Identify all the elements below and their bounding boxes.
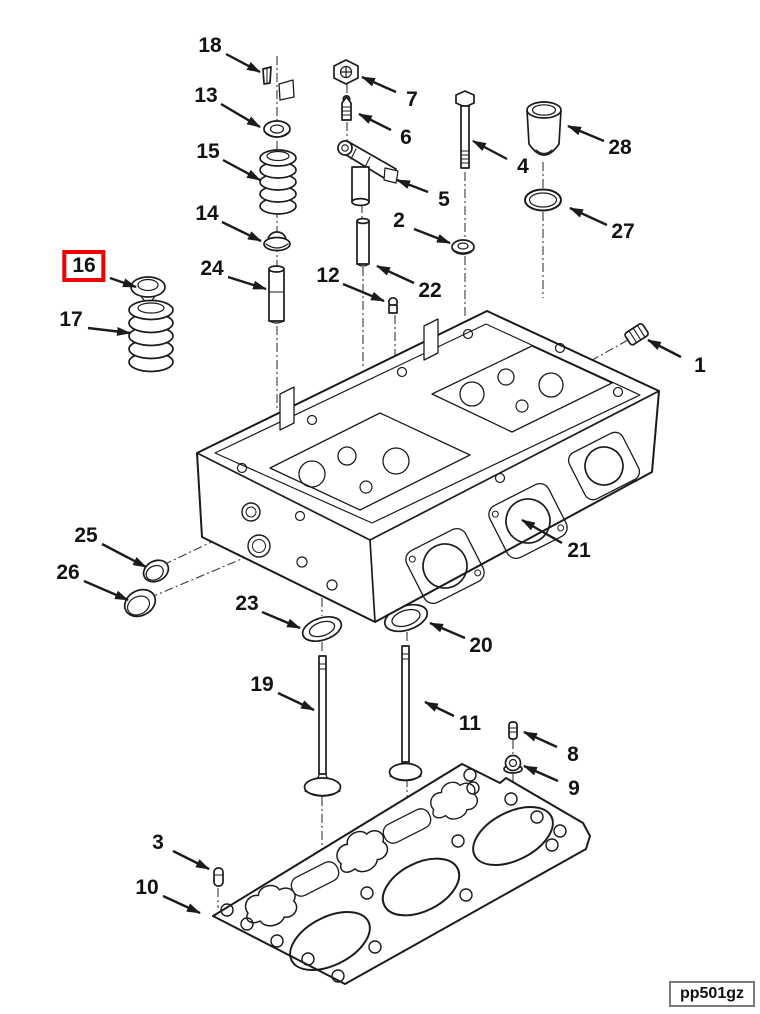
callout-8[interactable]: 8 [567, 743, 579, 766]
part-22-drawing [356, 217, 370, 267]
callout-25[interactable]: 25 [74, 524, 98, 547]
part-14-drawing [263, 231, 291, 252]
part-25-drawing [142, 559, 170, 583]
callout-27[interactable]: 27 [611, 220, 635, 243]
part-5-drawing [337, 140, 399, 207]
part-19-drawing [303, 655, 342, 797]
callout-15[interactable]: 15 [196, 140, 220, 163]
callout-12[interactable]: 12 [316, 264, 340, 287]
callout-19[interactable]: 19 [250, 673, 274, 696]
part-1-drawing [624, 322, 649, 346]
part-17-drawing [128, 299, 174, 373]
part-21-drawing [196, 310, 660, 623]
callout-20[interactable]: 20 [469, 634, 493, 657]
part-24-drawing [268, 265, 285, 324]
callout-24[interactable]: 24 [200, 257, 224, 280]
drawing-code-box: pp501gz [668, 981, 755, 1007]
callout-10[interactable]: 10 [135, 876, 159, 899]
callout-22[interactable]: 22 [418, 279, 442, 302]
callout-1[interactable]: 1 [694, 354, 706, 377]
part-15-drawing [259, 149, 297, 215]
callout-23[interactable]: 23 [235, 592, 259, 615]
callout-2[interactable]: 2 [393, 209, 405, 232]
callout-16[interactable]: 16 [72, 254, 96, 277]
part-11-drawing [388, 645, 423, 782]
part-18-drawing [262, 66, 295, 101]
callout-5[interactable]: 5 [438, 188, 450, 211]
callout-arrows [83, 52, 682, 915]
part-4-drawing [455, 90, 475, 169]
callout-21[interactable]: 21 [567, 539, 591, 562]
callout-3[interactable]: 3 [152, 831, 164, 854]
part-12-drawing [387, 296, 399, 314]
callout-11[interactable]: 11 [458, 712, 482, 735]
part-28-drawing [526, 101, 562, 156]
part-10-drawing [212, 763, 591, 985]
callout-26[interactable]: 26 [56, 561, 80, 584]
highlight-box: 16 [62, 250, 106, 282]
part-13-drawing [263, 120, 291, 138]
callout-28[interactable]: 28 [608, 136, 632, 159]
drawing-code: pp501gz [679, 985, 744, 1002]
callout-14[interactable]: 14 [195, 202, 219, 225]
part-9-drawing [503, 754, 523, 774]
callout-17[interactable]: 17 [59, 308, 83, 331]
callout-4[interactable]: 4 [517, 155, 529, 178]
callout-13[interactable]: 13 [194, 84, 218, 107]
callout-6[interactable]: 6 [400, 126, 412, 149]
part-23-drawing [301, 615, 343, 643]
callout-18[interactable]: 18 [198, 34, 222, 57]
callout-7[interactable]: 7 [406, 88, 418, 111]
part-6-drawing [341, 94, 352, 121]
part-8-drawing [508, 721, 518, 740]
part-7-drawing [333, 59, 359, 85]
part-26-drawing [123, 588, 157, 618]
part-2-drawing [451, 239, 475, 255]
part-27-drawing [524, 188, 562, 212]
part-3-drawing [213, 867, 224, 887]
callout-9[interactable]: 9 [568, 777, 580, 800]
